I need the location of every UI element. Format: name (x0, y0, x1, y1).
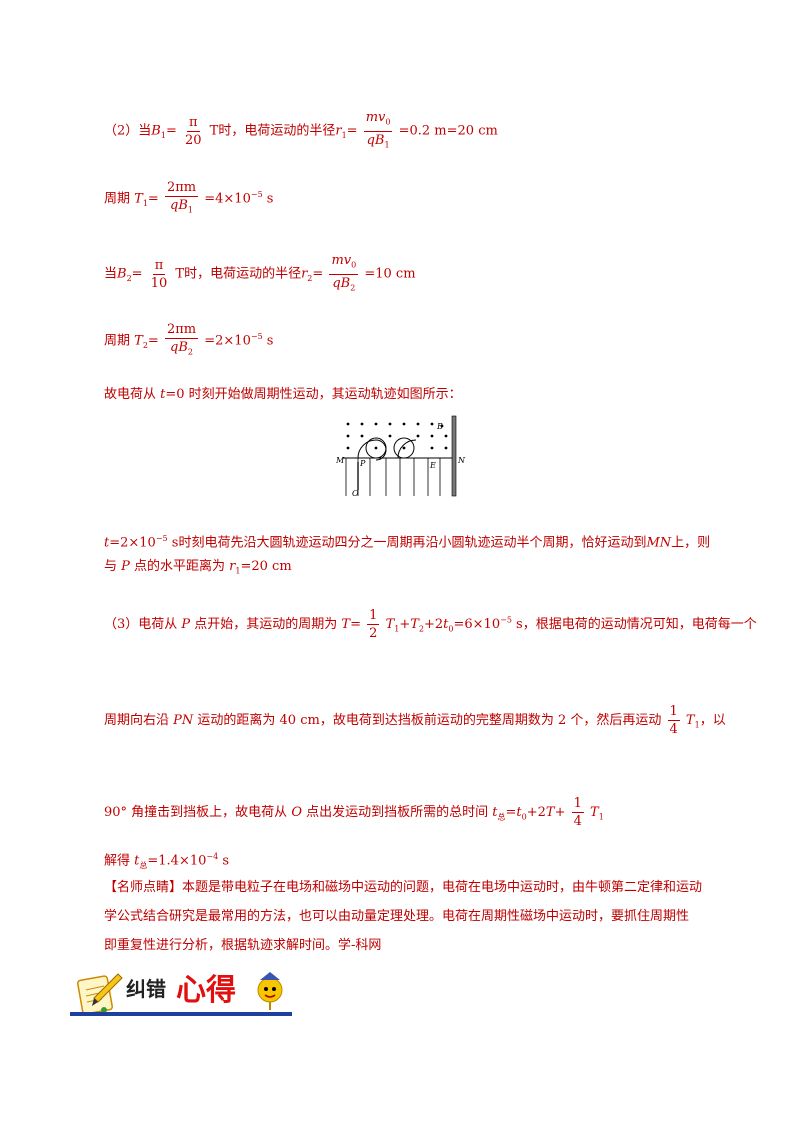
label-m: M (336, 456, 345, 465)
text: r (335, 123, 342, 139)
cartoon-star-icon (257, 972, 283, 1010)
part3-line2: 周期向右沿 PN 运动的距离为 40 cm，故电荷到达挡板前运动的完整周期数为 … (104, 704, 726, 737)
trajectory-figure: B M P E N O (336, 415, 466, 498)
text: = (165, 123, 177, 139)
tip-line-2: 学公式结合研究是最常用的方法，也可以由动量定理处理。电荷在周期性磁场中运动时，要… (104, 909, 690, 924)
text: B (151, 123, 161, 139)
label-b: B (436, 422, 443, 431)
text: （2）当 (104, 123, 152, 139)
label-n: N (457, 456, 466, 465)
part3-line3: 90° 角撞击到挡板上，故电荷从 O 点出发运动到挡板所需的总时间 t总=t0+… (104, 796, 604, 829)
label-o: O (352, 489, 359, 498)
text: T时，电荷运动的半径 (209, 123, 336, 139)
tip-line-1: 【名师点睛】本题是带电粒子在电场和磁场中运动的问题，电荷在电场中运动时，由牛顿第… (104, 880, 703, 895)
text: = (346, 123, 358, 139)
text: 1 (341, 131, 347, 141)
label-e: E (429, 461, 436, 470)
magnetic-field-dots (346, 422, 448, 450)
banner-text-jiucuo: 纠错 (126, 977, 166, 1001)
baffle-plate (451, 415, 457, 497)
label-p: P (359, 459, 366, 468)
periodic-motion-line: 故电荷从 t=0 时刻开始做周期性运动，其运动轨迹如图所示： (104, 387, 462, 402)
pencil-paper-icon (77, 973, 123, 1015)
distance-line: 与 P 点的水平距离为 r1=20 cm (104, 559, 292, 576)
banner-text-xinde: 心得 (176, 973, 236, 1008)
electric-field-lines (345, 458, 441, 496)
banner-underline (70, 1012, 292, 1016)
text: =0.2 m=20 cm (398, 123, 498, 139)
tip-line-3: 即重复性进行分析，根据轨迹求解时间。学-科网 (104, 938, 382, 953)
solve-line: 解得 t总=1.4×10−4 s (104, 852, 229, 870)
text: 1 (160, 131, 166, 141)
t-time-line: t=2×10−5 s时刻电荷先沿大圆轨迹运动四分之一周期再沿小圆轨迹运动半个周期… (104, 534, 711, 551)
